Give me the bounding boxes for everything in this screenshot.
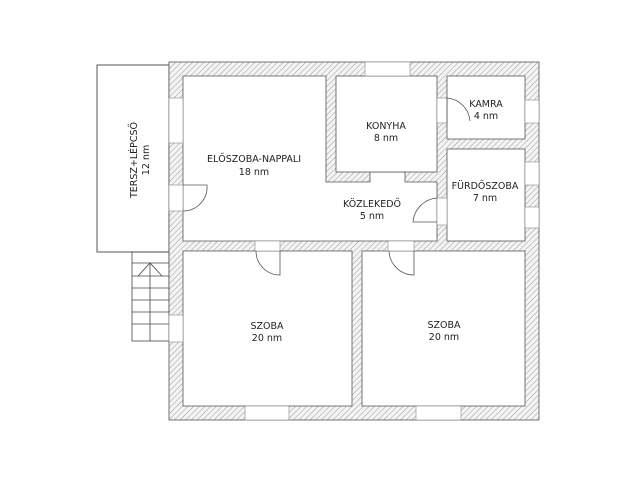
label-szoba-1: SZOBA <box>250 321 284 332</box>
door-kamra <box>436 97 448 124</box>
door-swing-kamra <box>446 97 471 123</box>
window <box>168 97 184 144</box>
window <box>364 61 411 77</box>
door-furdo <box>436 197 448 226</box>
area-nappali: 18 nm <box>239 167 269 178</box>
label-kamra: KAMRA <box>469 99 503 110</box>
room-szoba-1 <box>182 250 353 407</box>
stairs <box>131 251 170 342</box>
room-furdo <box>446 148 526 242</box>
label-kozlekedo: KÖZLEKEDŐ <box>343 199 401 210</box>
area-kozlekedo: 5 nm <box>360 211 384 222</box>
label-szoba-2: SZOBA <box>427 320 461 331</box>
room-kamra <box>446 75 526 140</box>
area-furdo: 7 nm <box>473 193 497 204</box>
door-swing-szoba-2 <box>388 250 415 276</box>
area-konyha: 8 nm <box>374 133 398 144</box>
door-szoba-2 <box>387 240 415 252</box>
label-furdo: FÜRDŐSZOBA <box>452 181 519 192</box>
door-swing-entrance <box>182 184 208 212</box>
door-swing-szoba-1 <box>255 250 281 276</box>
window <box>168 314 184 343</box>
terrace <box>96 64 170 253</box>
window <box>524 161 540 186</box>
stair-arrow-icon <box>137 262 163 277</box>
door-szoba-1 <box>254 240 281 252</box>
label-nappali: ELŐSZOBA-NAPPALI <box>207 154 301 165</box>
door-swing-furdo <box>412 197 438 223</box>
window <box>524 99 540 124</box>
label-terasz: TERSZ+LÉPCSŐ <box>128 122 140 199</box>
window <box>415 405 462 421</box>
door-entrance <box>168 184 184 212</box>
area-kamra: 4 nm <box>474 111 498 122</box>
label-konyha: KONYHA <box>366 121 406 132</box>
window <box>524 206 540 229</box>
room-szoba-2 <box>361 250 526 407</box>
area-szoba-2: 20 nm <box>429 332 459 343</box>
window <box>244 405 290 421</box>
area-szoba-1: 20 nm <box>252 333 282 344</box>
area-terasz: 12 nm <box>141 145 152 175</box>
